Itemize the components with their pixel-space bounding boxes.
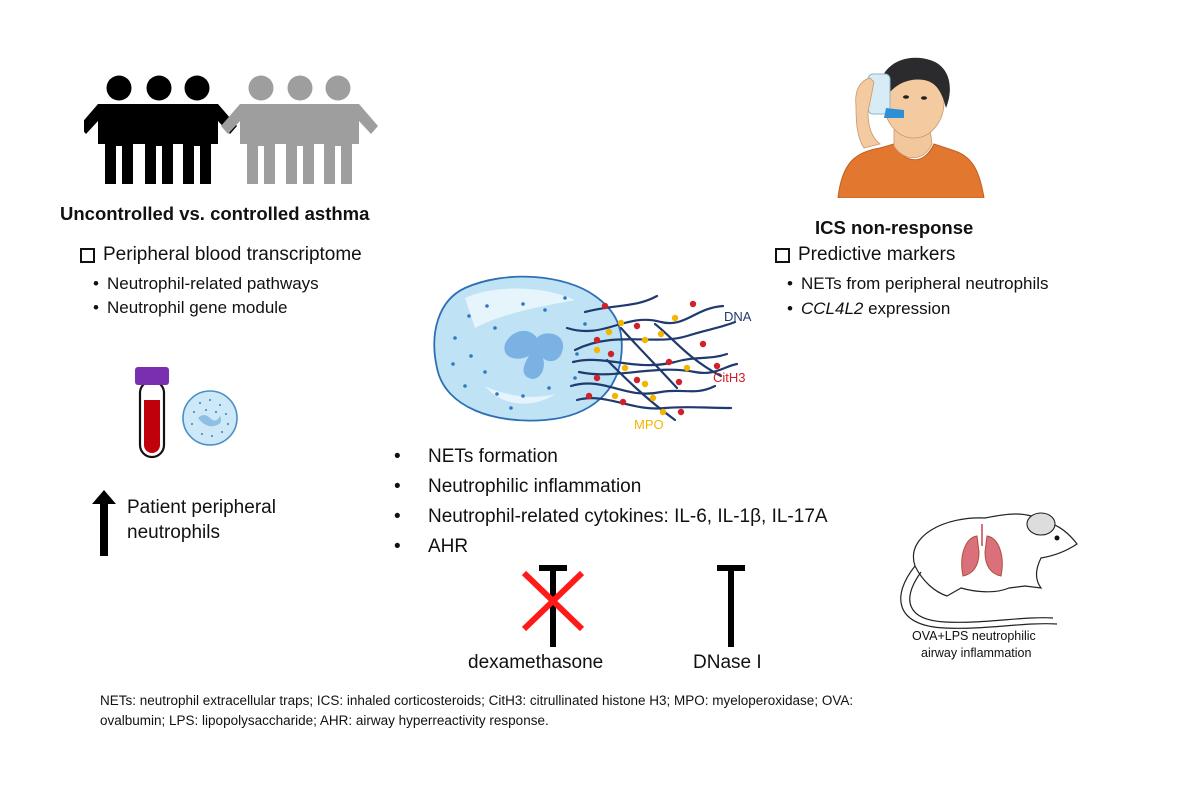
finding-item: •Neutrophilic inflammation	[394, 476, 642, 497]
dexamethasone-inhibition-failed-icon	[521, 565, 585, 647]
footnote-line1: NETs: neutrophil extracellular traps; IC…	[100, 693, 854, 708]
right-bullet-2-text: expression	[863, 299, 951, 318]
right-box-heading-text: Predictive markers	[798, 244, 956, 265]
uncontrolled-patients-icon	[84, 75, 237, 184]
left-box-heading-text: Peripheral blood transcriptome	[103, 244, 362, 265]
right-bullet-1-text: NETs from peripheral neutrophils	[801, 274, 1049, 293]
finding-item: •Neutrophil-related cytokines: IL-6, IL-…	[394, 506, 828, 527]
right-panel-title: ICS non-response	[815, 217, 974, 238]
dna-label: DNA	[724, 309, 752, 324]
patient-inhaler-illustration	[837, 57, 985, 198]
checkbox-square-icon	[80, 247, 95, 263]
left-panel-title: Uncontrolled vs. controlled asthma	[60, 203, 370, 224]
neutrophil-cell-small-icon	[182, 390, 238, 446]
finding-item: •NETs formation	[394, 446, 558, 467]
arrow-label-line2: neutrophils	[127, 522, 220, 543]
lungs-icon	[961, 535, 980, 577]
dnase-label: DNase I	[693, 652, 762, 673]
right-bullet-2: •CCL4L2 expression	[787, 299, 951, 318]
mouse-caption-line1: OVA+LPS neutrophilic	[912, 629, 1036, 643]
right-bullet-1: •NETs from peripheral neutrophils	[787, 274, 1049, 293]
increase-arrow-icon	[92, 490, 116, 556]
left-bullet-2-text: Neutrophil gene module	[107, 298, 288, 317]
patient-group-icons	[84, 75, 378, 184]
checkbox-square-icon	[775, 247, 790, 263]
net-release-diagram	[433, 275, 739, 422]
center-findings-list: •NETs formation •Neutrophilic inflammati…	[390, 442, 828, 562]
mpo-markers	[593, 314, 691, 416]
cith3-label: CitH3	[713, 370, 746, 385]
abbreviations-footnote: NETs: neutrophil extracellular traps; IC…	[100, 691, 1120, 731]
left-bullet-2: •Neutrophil gene module	[93, 298, 288, 317]
controlled-patients-icon	[221, 75, 378, 184]
left-bullet-1-text: Neutrophil-related pathways	[107, 274, 319, 293]
cith3-markers	[585, 300, 721, 416]
mouse-caption-line2: airway inflammation	[921, 646, 1032, 660]
nucleus	[504, 330, 564, 379]
right-box-heading: Predictive markers	[775, 244, 955, 266]
blood-tube-icon	[135, 367, 169, 459]
footnote-line2: ovalbumin; LPS: lipopolysaccharide; AHR:…	[100, 713, 549, 728]
mouse-model-illustration	[900, 512, 1078, 629]
dnase-inhibition-icon	[717, 565, 745, 647]
dna-strands	[565, 294, 739, 422]
gene-name-ccl4l2: CCL4L2	[801, 299, 864, 318]
arrow-label-line1: Patient peripheral	[127, 497, 276, 518]
mpo-label: MPO	[634, 417, 664, 432]
finding-item: •AHR	[394, 536, 469, 557]
left-box-heading: Peripheral blood transcriptome	[80, 244, 362, 266]
left-bullet-1: •Neutrophil-related pathways	[93, 274, 319, 293]
dexamethasone-label: dexamethasone	[468, 652, 604, 673]
